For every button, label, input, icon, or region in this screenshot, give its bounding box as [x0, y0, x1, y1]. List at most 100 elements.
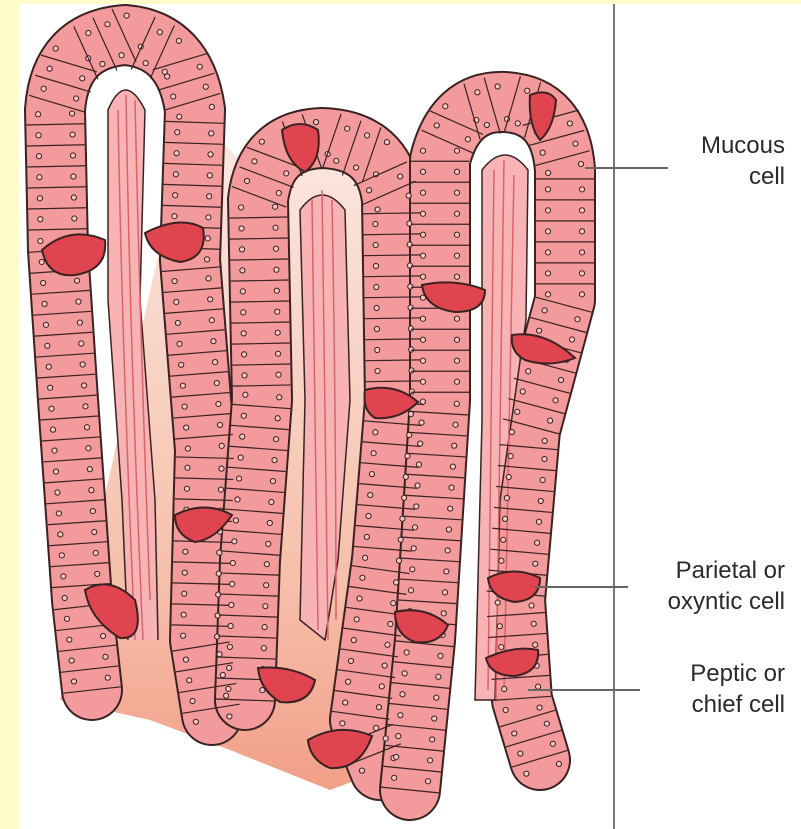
- cell-nucleus: [50, 427, 55, 432]
- cell-nucleus: [276, 372, 281, 377]
- cell-nucleus: [239, 205, 244, 210]
- cell-nucleus: [209, 318, 214, 323]
- cell-nucleus: [363, 555, 368, 560]
- cell-nucleus: [267, 520, 272, 525]
- cell-nucleus: [403, 474, 408, 479]
- cell-nucleus: [416, 462, 421, 467]
- cell-nucleus: [69, 111, 74, 116]
- cell-nucleus: [445, 548, 450, 553]
- cell-nucleus: [502, 516, 507, 521]
- cell-nucleus: [187, 678, 192, 683]
- cell-nucleus: [175, 320, 180, 325]
- cell-nucleus: [371, 451, 376, 456]
- cell-nucleus: [77, 320, 82, 325]
- cell-nucleus: [526, 369, 531, 374]
- cell-nucleus: [409, 368, 414, 373]
- cell-nucleus: [545, 208, 550, 213]
- cell-nucleus: [533, 561, 538, 566]
- cell-nucleus: [36, 154, 41, 159]
- cell-nucleus: [385, 642, 390, 647]
- cell-nucleus: [420, 274, 425, 279]
- cell-nucleus: [174, 151, 179, 156]
- cell-nucleus: [252, 159, 257, 164]
- cell-nucleus: [454, 358, 459, 363]
- cell-nucleus: [84, 425, 89, 430]
- cell-nucleus: [420, 211, 425, 216]
- cell-nucleus: [183, 657, 188, 662]
- cell-nucleus: [392, 775, 397, 780]
- cell-nucleus: [531, 621, 536, 626]
- cell-nucleus: [366, 188, 371, 193]
- cell-nucleus: [420, 148, 425, 153]
- cell-nucleus: [508, 454, 513, 459]
- cell-nucleus: [409, 347, 414, 352]
- cell-nucleus: [205, 236, 210, 241]
- cell-nucleus: [509, 429, 514, 434]
- cell-nucleus: [47, 66, 52, 71]
- cell-nucleus: [55, 490, 60, 495]
- cell-nucleus: [495, 600, 500, 605]
- cell-nucleus: [398, 537, 403, 542]
- cell-nucleus: [184, 425, 189, 430]
- cell-nucleus: [373, 221, 378, 226]
- cell-nucleus: [80, 76, 85, 81]
- cell-nucleus: [269, 499, 274, 504]
- cell-nucleus: [70, 132, 75, 137]
- cell-nucleus: [388, 621, 393, 626]
- cell-nucleus: [465, 137, 470, 142]
- cell-nucleus: [558, 377, 563, 382]
- cell-nucleus: [579, 229, 584, 234]
- cell-nucleus: [182, 591, 187, 596]
- cell-nucleus: [442, 590, 447, 595]
- cell-nucleus: [207, 173, 212, 178]
- cell-nucleus: [71, 174, 76, 179]
- cell-nucleus: [197, 64, 202, 69]
- cell-nucleus: [536, 519, 541, 524]
- cell-nucleus: [432, 716, 437, 721]
- cell-nucleus: [374, 284, 379, 289]
- cell-nucleus: [226, 686, 231, 691]
- cell-nucleus: [502, 686, 507, 691]
- cell-nucleus: [540, 150, 545, 155]
- cell-nucleus: [374, 326, 379, 331]
- cell-nucleus: [87, 467, 92, 472]
- cell-nucleus: [173, 172, 178, 177]
- cell-nucleus: [408, 326, 413, 331]
- cell-nucleus: [345, 679, 350, 684]
- cell-nucleus: [348, 658, 353, 663]
- cell-nucleus: [537, 705, 542, 710]
- cell-nucleus: [235, 497, 240, 502]
- cell-nucleus: [157, 30, 162, 35]
- cell-nucleus: [391, 601, 396, 606]
- cell-nucleus: [420, 232, 425, 237]
- cell-nucleus: [172, 278, 177, 283]
- cell-nucleus: [79, 341, 84, 346]
- cell-nucleus: [542, 438, 547, 443]
- cell-nucleus: [72, 216, 77, 221]
- cell-nucleus: [277, 395, 282, 400]
- cell-nucleus: [36, 133, 41, 138]
- cell-nucleus: [405, 453, 410, 458]
- cell-nucleus: [415, 483, 420, 488]
- cell-nucleus: [538, 498, 543, 503]
- cell-nucleus: [214, 380, 219, 385]
- cell-nucleus: [243, 392, 248, 397]
- cell-nucleus: [383, 736, 388, 741]
- cell-nucleus: [46, 364, 51, 369]
- cell-nucleus: [224, 693, 229, 698]
- cell-nucleus: [546, 170, 551, 175]
- cell-nucleus: [499, 558, 504, 563]
- cell-nucleus: [420, 379, 425, 384]
- cell-nucleus: [340, 721, 345, 726]
- cell-nucleus: [409, 389, 414, 394]
- cell-nucleus: [219, 466, 224, 471]
- cell-nucleus: [430, 737, 435, 742]
- cell-nucleus: [495, 84, 500, 89]
- cell-nucleus: [71, 679, 76, 684]
- cell-nucleus: [181, 633, 186, 638]
- cell-nucleus: [369, 472, 374, 477]
- cell-nucleus: [190, 698, 195, 703]
- cell-nucleus: [446, 527, 451, 532]
- cell-nucleus: [578, 161, 583, 166]
- cell-nucleus: [93, 550, 98, 555]
